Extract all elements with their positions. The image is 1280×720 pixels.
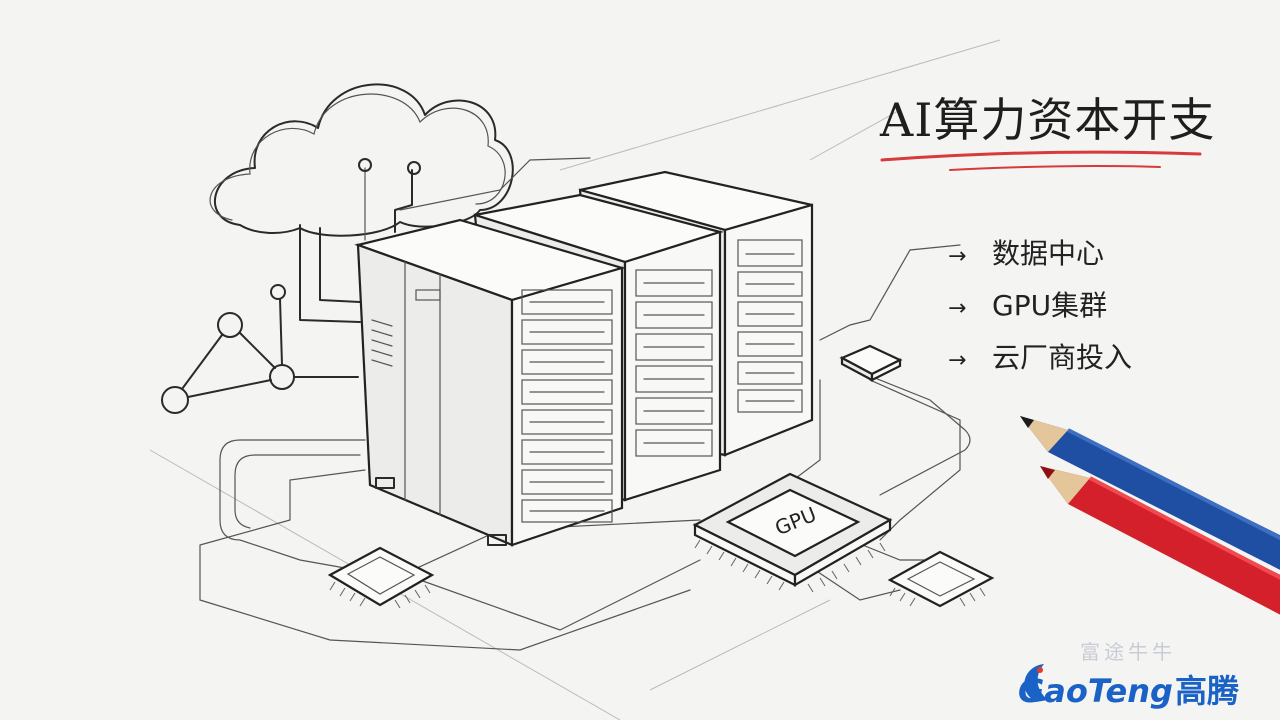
server-rack-1: [354, 218, 626, 547]
gpu-chip: GPU: [692, 472, 893, 593]
chip-left: [327, 546, 435, 609]
title-underline: [880, 150, 1202, 171]
bullet-label: 数据中心: [992, 237, 1105, 270]
logo-latin: GaoTeng: [1018, 672, 1173, 710]
bullet-item: → GPU集群: [948, 284, 1107, 324]
bullet-item: → 云厂商投入: [948, 336, 1132, 376]
logo-cn: 高腾: [1174, 672, 1239, 710]
arrow-right-icon: →: [948, 348, 967, 373]
brand-logo: GaoTeng高腾: [1018, 666, 1239, 712]
bullet-label: 云厂商投入: [992, 341, 1133, 374]
red-pencil-icon: [1040, 466, 1280, 615]
network-module: [839, 344, 903, 382]
arrow-right-icon: →: [948, 244, 967, 269]
page-title: AI算力资本开支: [880, 93, 1216, 147]
chip-right: [887, 550, 995, 608]
cloud-icon: [209, 83, 591, 323]
circuit-traces: [199, 244, 971, 651]
arrow-right-icon: →: [948, 296, 967, 321]
watermark: 富途牛牛: [1080, 640, 1176, 664]
network-node-graph: [161, 284, 359, 414]
bullet-label: GPU集群: [992, 289, 1108, 322]
gaoteng-logo-icon: [1024, 664, 1048, 702]
bullet-item: → 数据中心: [948, 232, 1104, 272]
blue-pencil-icon: [1020, 416, 1280, 570]
